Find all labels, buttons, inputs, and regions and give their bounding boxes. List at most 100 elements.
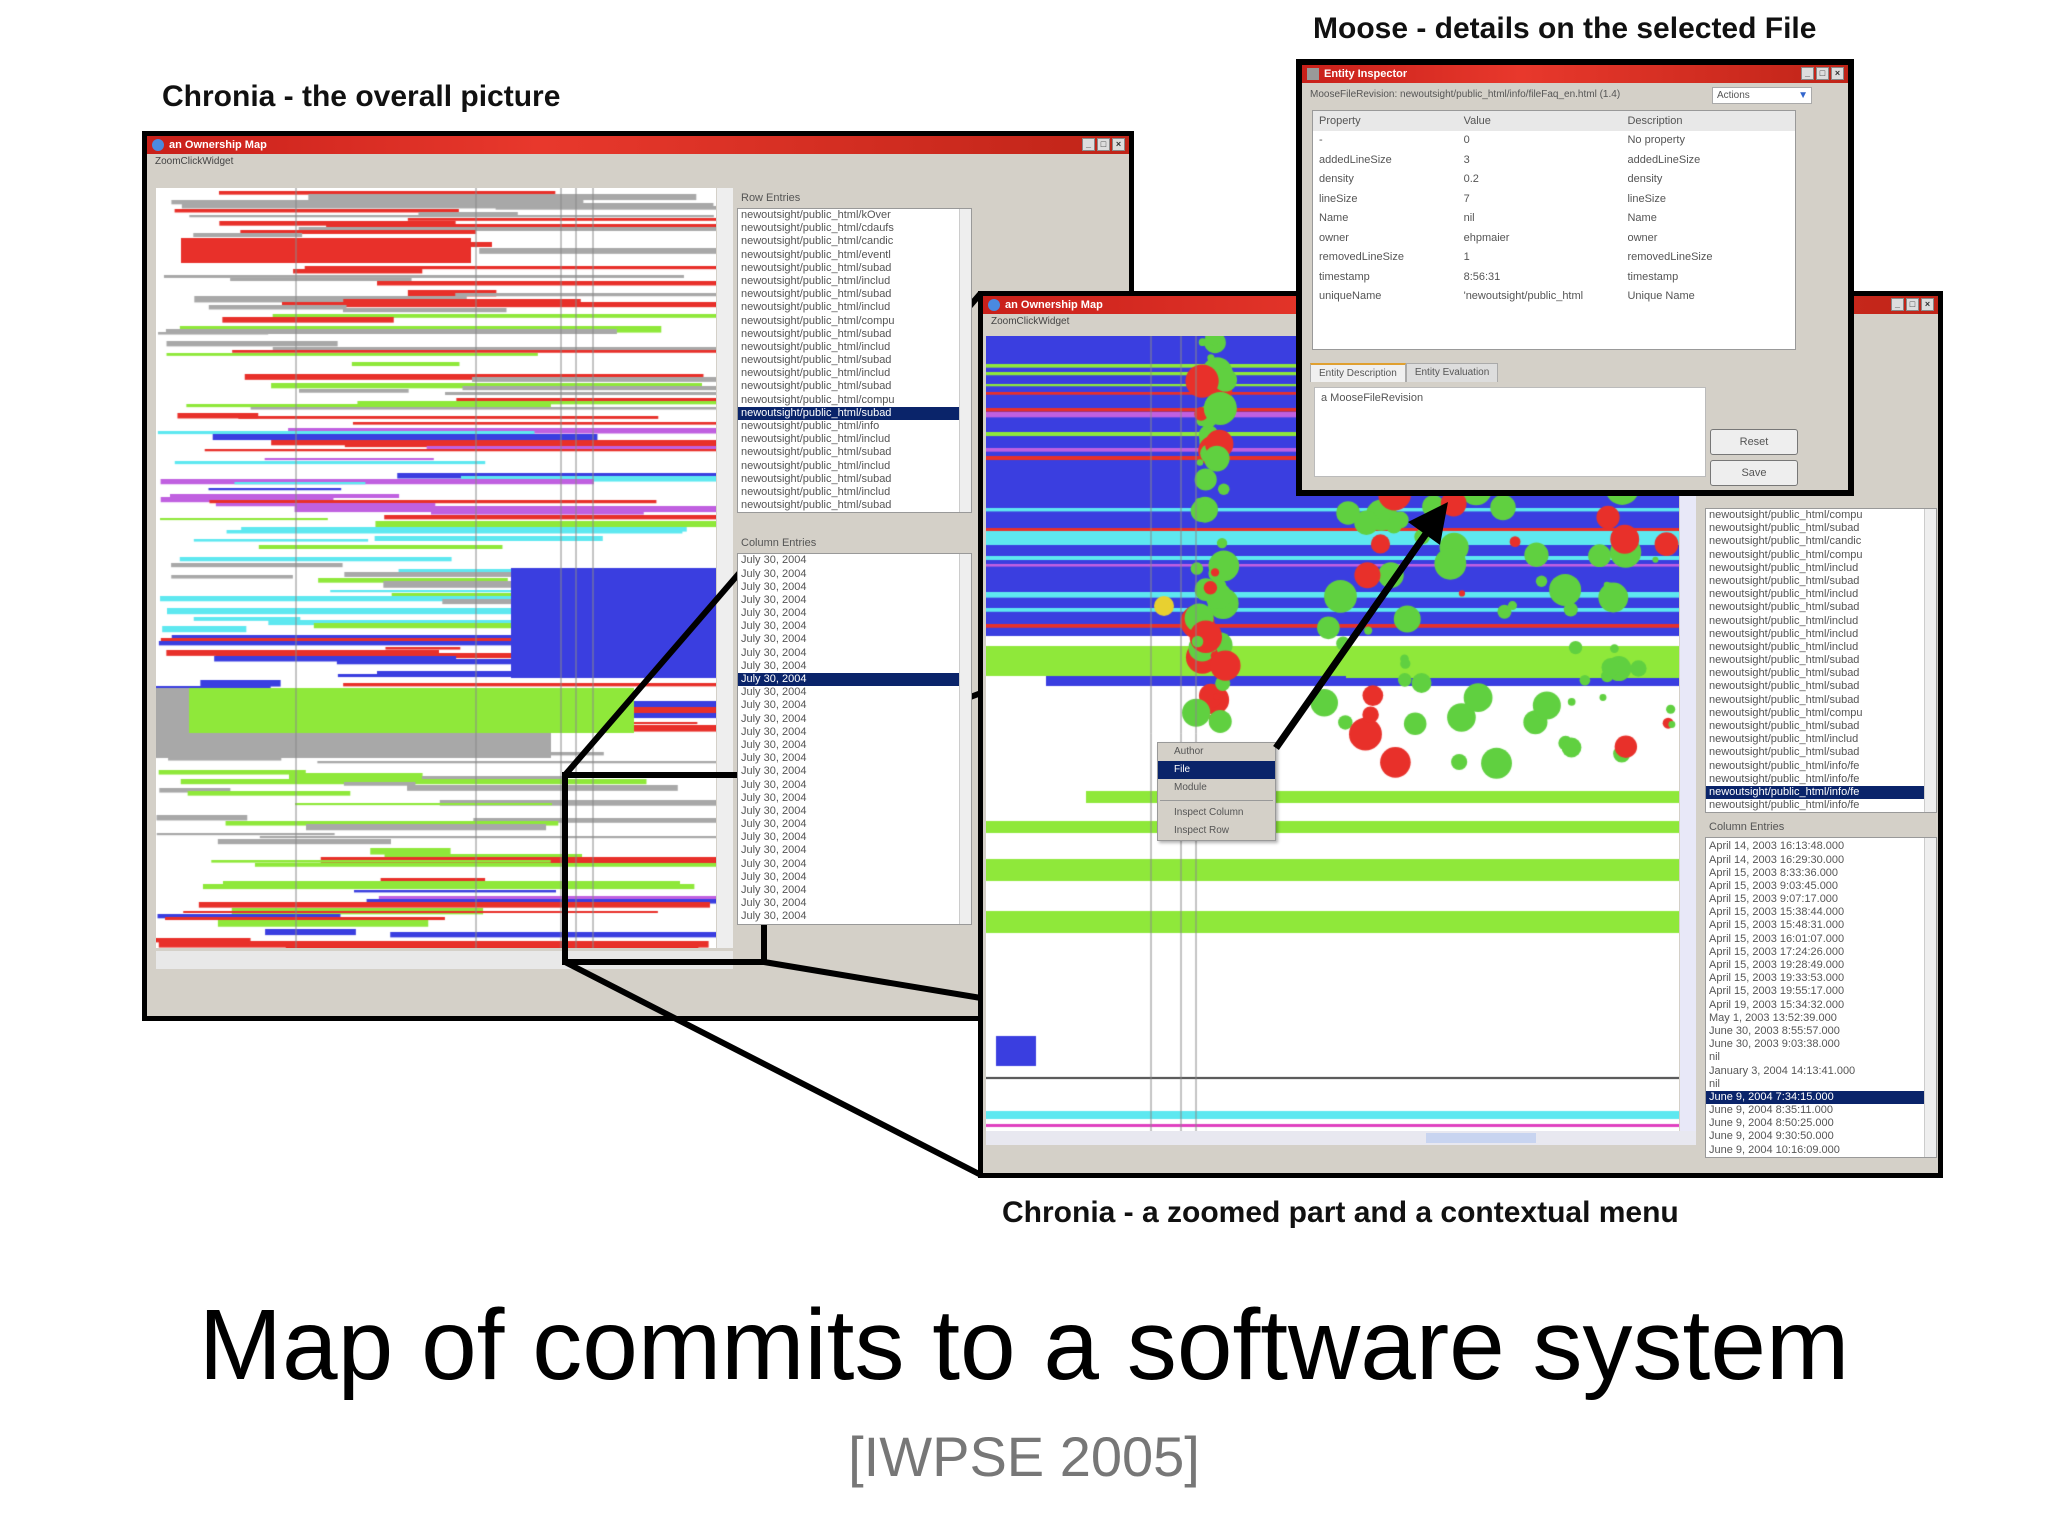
column-header[interactable]: Value <box>1463 114 1491 127</box>
list-item[interactable]: newoutsight/public_html/subad <box>741 472 892 485</box>
list-item[interactable]: newoutsight/public_html/subad <box>741 380 892 393</box>
list-item[interactable]: newoutsight/public_html/includ <box>741 433 891 446</box>
list-item[interactable]: July 30, 2004 <box>741 831 807 844</box>
context-menu-item[interactable]: Author <box>1174 746 1204 757</box>
list-item[interactable]: newoutsight/public_html/compu <box>1709 509 1863 521</box>
list-item[interactable]: April 14, 2003 16:13:48.000 <box>1709 840 1845 853</box>
list-item[interactable]: newoutsight/public_html/subad <box>1709 522 1860 535</box>
list-item[interactable]: July 30, 2004 <box>741 580 807 593</box>
map-vertical-scrollbar[interactable] <box>1680 336 1696 1131</box>
list-item[interactable]: July 30, 2004 <box>741 633 807 646</box>
context-menu-item[interactable]: Module <box>1174 782 1207 793</box>
list-item[interactable]: newoutsight/public_html/info/fe <box>1706 785 1924 800</box>
scrollbar[interactable] <box>959 554 971 924</box>
list-item[interactable]: newoutsight/public_html/candic <box>741 235 894 248</box>
list-item[interactable]: newoutsight/public_html/kOver <box>741 209 891 221</box>
list-item[interactable]: newoutsight/public_html/includ <box>741 340 891 353</box>
list-item[interactable]: newoutsight/public_html/compu <box>741 314 895 327</box>
tab[interactable]: Entity Description <box>1310 363 1406 382</box>
list-item[interactable]: newoutsight/public_html/subad <box>1709 720 1860 732</box>
list-item[interactable]: July 30, 2004 <box>741 607 807 620</box>
list-item[interactable]: July 30, 2004 <box>741 804 807 817</box>
list-item[interactable]: July 30, 2004 <box>741 725 807 738</box>
list-item[interactable]: nil <box>1709 1077 1721 1090</box>
save-button[interactable]: Save <box>1710 460 1798 486</box>
list-item[interactable]: newoutsight/public_html/subad <box>1709 574 1860 587</box>
list-item[interactable]: April 15, 2003 9:03:45.000 <box>1709 879 1839 892</box>
list-item[interactable]: newoutsight/public_html/info/fe <box>1709 772 1860 785</box>
list-item[interactable]: April 19, 2003 15:34:32.000 <box>1709 998 1845 1011</box>
list-item[interactable]: newoutsight/public_html/compu <box>1709 548 1863 561</box>
menu-zoomclickwidget[interactable]: ZoomClickWidget <box>155 156 234 167</box>
map-horizontal-scrollbar[interactable] <box>986 1131 1696 1145</box>
maximize-icon[interactable]: □ <box>1816 67 1829 80</box>
list-item[interactable]: newoutsight/public_html/cdaufs <box>741 222 894 235</box>
list-item[interactable]: June 9, 2004 7:34:15.000 <box>1706 1090 1924 1105</box>
list-item[interactable]: July 30, 2004 <box>741 818 807 831</box>
list-item[interactable]: newoutsight/public_html/subad <box>1709 693 1860 706</box>
list-item[interactable]: newoutsight/public_html/subad <box>741 288 892 301</box>
list-item[interactable]: newoutsight/public_html/subad <box>1709 746 1860 759</box>
list-item[interactable]: newoutsight/public_html/subad <box>741 327 892 340</box>
list-item[interactable]: June 9, 2004 9:30:50.000 <box>1709 1130 1834 1143</box>
menu-zoomclickwidget[interactable]: ZoomClickWidget <box>991 316 1070 327</box>
list-item[interactable]: July 30, 2004 <box>741 567 807 580</box>
list-item[interactable]: July 30, 2004 <box>741 884 807 896</box>
list-item[interactable]: newoutsight/public_html/candic <box>1709 535 1862 548</box>
list-item[interactable]: April 15, 2003 19:55:17.000 <box>1709 985 1845 998</box>
list-item[interactable]: July 30, 2004 <box>741 910 807 923</box>
list-item[interactable]: July 30, 2004 <box>741 778 807 791</box>
list-item[interactable]: newoutsight/public_html/info/fe <box>1709 759 1860 772</box>
list-item[interactable]: April 15, 2003 19:28:49.000 <box>1709 959 1845 971</box>
list-item[interactable]: April 15, 2003 19:33:53.000 <box>1709 972 1845 985</box>
list-item[interactable]: newoutsight/public_html/includ <box>1709 614 1859 627</box>
list-item[interactable]: July 30, 2004 <box>741 593 807 606</box>
list-item[interactable]: July 30, 2004 <box>741 659 807 672</box>
maximize-icon[interactable]: □ <box>1906 298 1919 311</box>
list-item[interactable]: newoutsight/public_html/subad <box>741 261 892 274</box>
list-item[interactable]: May 1, 2003 13:52:39.000 <box>1709 1011 1837 1024</box>
list-item[interactable]: July 30, 2004 <box>741 844 807 857</box>
list-item[interactable]: April 15, 2003 9:07:17.000 <box>1709 893 1839 906</box>
minimize-icon[interactable]: _ <box>1801 67 1814 80</box>
list-item[interactable]: June 9, 2004 8:35:11.000 <box>1709 1104 1833 1117</box>
close-icon[interactable]: × <box>1921 298 1934 311</box>
list-item[interactable]: newoutsight/public_html/includ <box>1709 561 1859 574</box>
list-item[interactable]: July 30, 2004 <box>741 738 807 751</box>
list-item[interactable]: nil <box>1709 1051 1721 1064</box>
scrollbar[interactable] <box>1924 509 1936 813</box>
list-item[interactable]: April 15, 2003 17:24:26.000 <box>1709 945 1845 958</box>
list-item[interactable]: newoutsight/public_html/subad <box>738 406 959 420</box>
list-item[interactable]: July 30, 2004 <box>738 673 959 687</box>
list-item[interactable]: newoutsight/public_html/info/fe <box>1709 799 1860 812</box>
list-item[interactable]: January 3, 2004 14:13:41.000 <box>1709 1064 1856 1077</box>
list-item[interactable]: newoutsight/public_html/includ <box>1709 627 1859 640</box>
list-item[interactable]: April 15, 2003 8:33:36.000 <box>1709 866 1839 879</box>
list-item[interactable]: July 30, 2004 <box>741 857 807 870</box>
list-item[interactable]: newoutsight/public_html/includ <box>1709 640 1859 653</box>
context-menu-item[interactable]: Inspect Row <box>1174 825 1230 836</box>
list-item[interactable]: April 15, 2003 15:38:44.000 <box>1709 906 1845 919</box>
list-item[interactable]: July 30, 2004 <box>741 752 807 765</box>
list-item[interactable]: June 9, 2004 10:16:09.000 <box>1709 1143 1840 1156</box>
list-item[interactable]: newoutsight/public_html/includ <box>741 459 891 472</box>
context-menu-item[interactable]: Inspect Column <box>1174 807 1244 818</box>
list-item[interactable]: July 30, 2004 <box>741 686 807 699</box>
list-item[interactable]: newoutsight/public_html/compu <box>1709 706 1863 719</box>
list-item[interactable]: newoutsight/public_html/info <box>741 420 880 432</box>
minimize-icon[interactable]: _ <box>1082 138 1095 151</box>
list-item[interactable]: newoutsight/public_html/subad <box>1709 680 1860 693</box>
list-item[interactable]: newoutsight/public_html/includ <box>741 274 891 287</box>
list-item[interactable]: newoutsight/public_html/subad <box>1709 667 1860 680</box>
list-item[interactable]: June 30, 2003 9:03:38.000 <box>1709 1038 1840 1051</box>
list-item[interactable]: July 30, 2004 <box>741 791 807 804</box>
list-item[interactable]: July 30, 2004 <box>741 870 807 883</box>
inspector-titlebar[interactable]: Entity Inspector_□× <box>1302 65 1848 83</box>
list-item[interactable]: newoutsight/public_html/includ <box>741 367 891 380</box>
list-item[interactable]: newoutsight/public_html/includ <box>741 485 891 498</box>
